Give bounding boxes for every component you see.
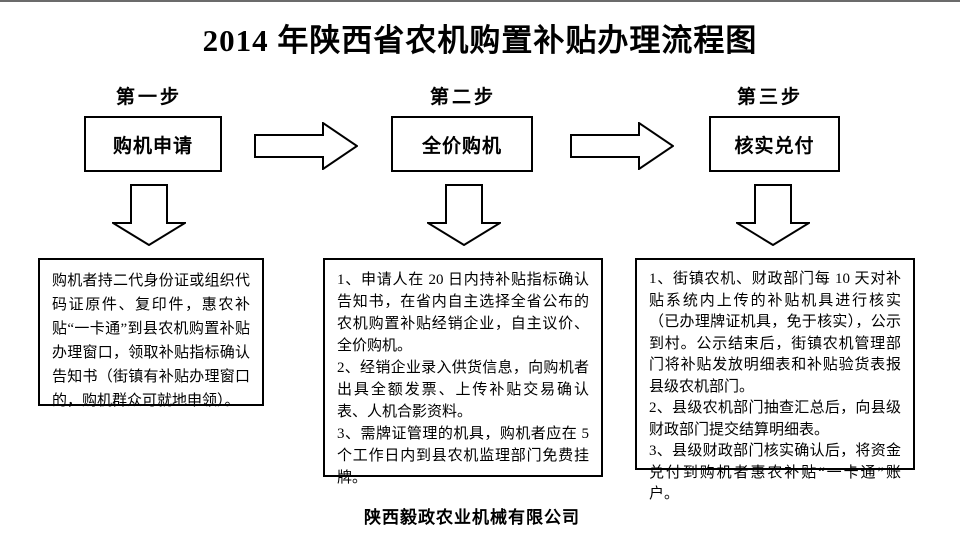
step-2-detail-box: 1、申请人在 20 日内持补贴指标确认告知书，在省内自主选择全省公布的农机购置补… xyxy=(323,258,603,486)
step-1-box: 购机申请 xyxy=(84,116,222,172)
step-3-label: 第三步 xyxy=(736,87,803,108)
step-3-box: 核实兑付 xyxy=(709,116,840,172)
step-2-box-label: 全价购机 xyxy=(421,135,502,157)
down-arrow-icon xyxy=(112,184,186,246)
step-1-detail-box: 购机者持二代身份证或组织代码证原件、复印件，惠农补贴“一卡通”到县农机购置补贴办… xyxy=(38,258,264,409)
down-arrow-icon xyxy=(427,184,501,246)
right-arrow-icon xyxy=(254,122,358,170)
company-name: 陕西毅政农业机械有限公司 xyxy=(364,508,580,527)
step-1-box-label: 购机申请 xyxy=(112,135,193,157)
right-arrow-icon xyxy=(570,122,674,170)
top-edge-artifact xyxy=(0,0,960,2)
step-3-detail-box: 1、街镇农机、财政部门每 10 天对补贴系统内上传的补贴机具进行核实（已办理牌证… xyxy=(635,258,915,502)
step-3-box-label: 核实兑付 xyxy=(734,135,815,157)
down-arrow-icon xyxy=(736,184,810,246)
step-1-label: 第一步 xyxy=(115,87,182,108)
page-title: 2014 年陕西省农机购置补贴办理流程图 xyxy=(202,23,758,58)
step-2-box: 全价购机 xyxy=(391,116,533,172)
step-2-label: 第二步 xyxy=(429,87,496,108)
